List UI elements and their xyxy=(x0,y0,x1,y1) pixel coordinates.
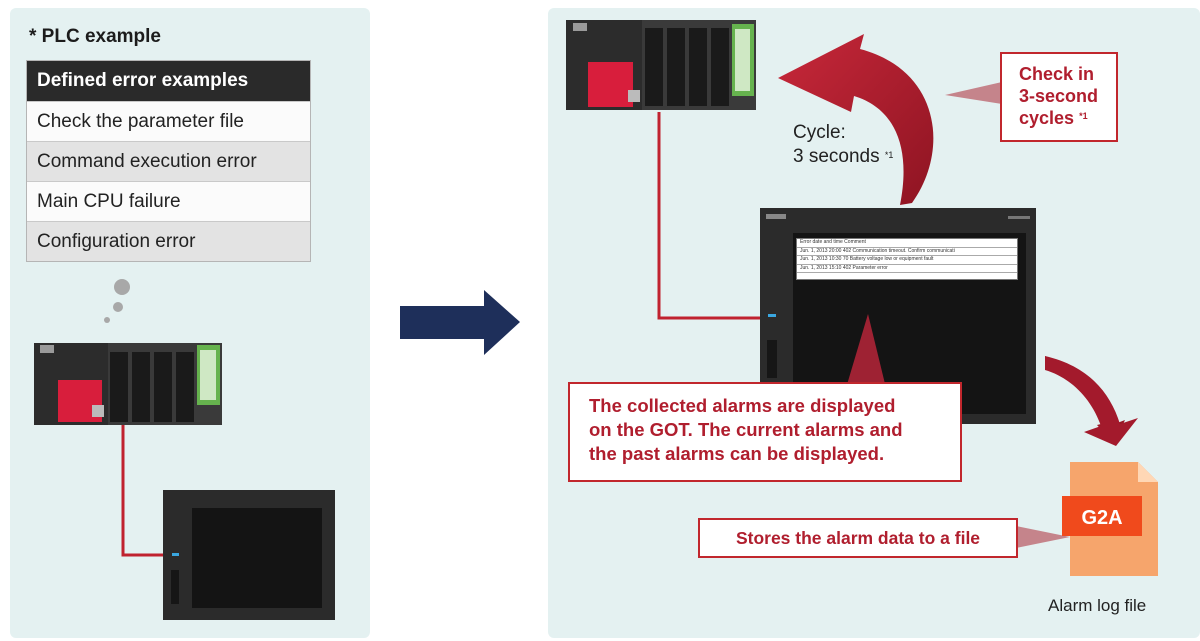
cycle-note: *1 xyxy=(884,150,894,160)
cycle-arrow xyxy=(778,34,934,205)
cycle-label: Cycle: xyxy=(793,122,846,143)
error-row: Configuration error xyxy=(27,221,310,261)
thought-bubble-small xyxy=(104,317,110,323)
error-row: Command execution error xyxy=(27,141,310,181)
defined-error-table: Defined error examples Check the paramet… xyxy=(26,60,311,262)
collected-line: The collected alarms are displayed xyxy=(589,395,896,416)
cycle-value: 3 seconds xyxy=(793,146,880,167)
plc-unit-right-icon xyxy=(566,20,756,110)
screen-row: Jun. 1, 2013 10:30 70 Battery voltage lo… xyxy=(797,256,1017,265)
alarm-log-file-icon xyxy=(1062,462,1158,576)
store-arrow xyxy=(1045,356,1138,446)
link-cable xyxy=(121,425,172,557)
screen-row: Error date and time Comment xyxy=(797,239,1017,248)
thought-bubble-medium xyxy=(113,302,123,312)
stores-callout: Stores the alarm data to a file xyxy=(698,518,1018,558)
check-note: *1 xyxy=(1079,111,1088,121)
check-callout: Check in 3-second cycles *1 xyxy=(1000,52,1118,142)
alarm-log-file-caption: Alarm log file xyxy=(1048,596,1147,615)
screen-row: Jun. 1, 2013 20:00 402 Communication tim… xyxy=(797,248,1017,257)
got-alarm-screen: Error date and time Comment Jun. 1, 2013… xyxy=(796,238,1018,280)
check-callout-pointer xyxy=(945,82,1002,104)
collected-line: the past alarms can be displayed. xyxy=(589,443,885,464)
collected-line: on the GOT. The current alarms and xyxy=(589,419,903,440)
cycle-text: Cycle: 3 seconds *1 xyxy=(793,121,893,169)
plc-example-title: * PLC example xyxy=(29,26,161,47)
check-line: cycles xyxy=(1019,108,1075,128)
screen-row: Jun. 1, 2013 15:10 402 Parameter error xyxy=(797,265,1017,274)
error-row: Main CPU failure xyxy=(27,181,310,221)
got-left-icon xyxy=(163,490,335,620)
check-line-3: cycles *1 xyxy=(1019,107,1116,129)
flow-arrow xyxy=(400,290,520,355)
plc-unit-left-icon xyxy=(34,343,222,425)
error-row: Check the parameter file xyxy=(27,101,310,141)
file-badge-label: G2A xyxy=(1081,507,1122,529)
thought-bubble-large xyxy=(114,279,130,295)
cycle-value-line: 3 seconds *1 xyxy=(793,145,893,169)
link-cable-right xyxy=(657,112,760,320)
check-line: 3-second xyxy=(1019,86,1099,106)
check-line: Check in xyxy=(1019,64,1095,84)
collected-alarms-callout: The collected alarms are displayed on th… xyxy=(568,382,962,482)
stores-callout-pointer xyxy=(1016,526,1070,548)
error-table-header: Defined error examples xyxy=(27,61,310,101)
collected-callout-pointer xyxy=(846,314,886,388)
